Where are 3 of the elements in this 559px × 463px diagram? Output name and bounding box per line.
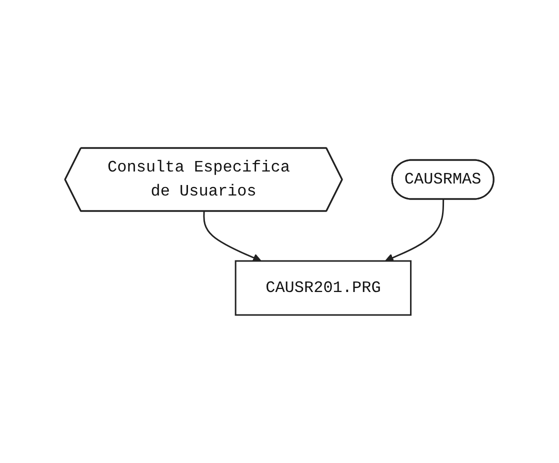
arrow <box>385 199 444 262</box>
node-box: CAUSR201.PRG <box>235 260 412 316</box>
arrow <box>203 211 262 262</box>
